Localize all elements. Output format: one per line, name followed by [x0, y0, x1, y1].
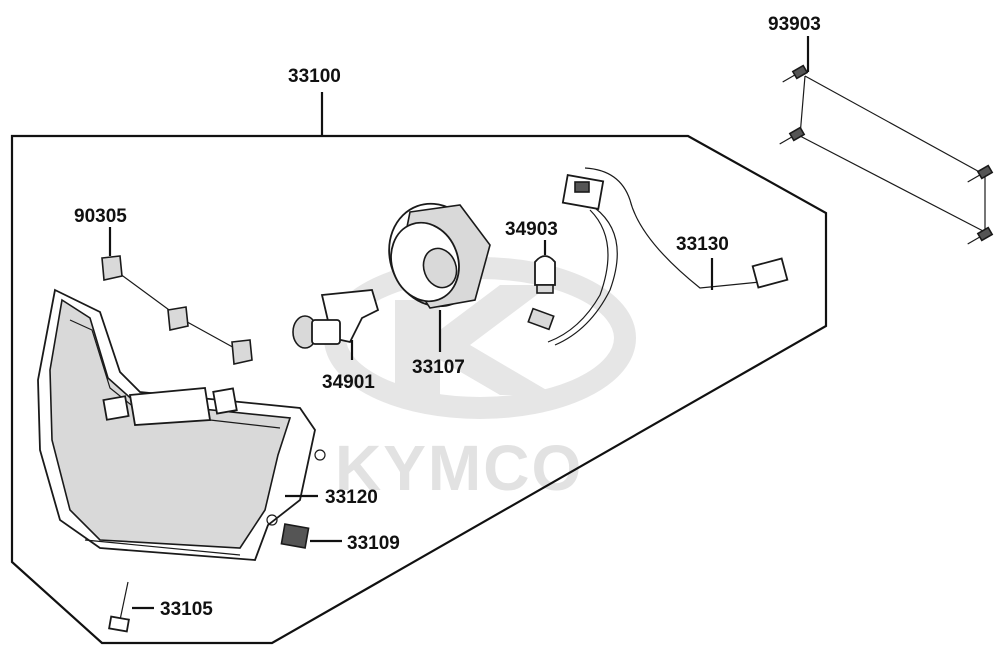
- part-label-33130: 33130: [676, 234, 729, 255]
- part-label-33100: 33100: [288, 66, 341, 87]
- part-label-33109: 33109: [347, 533, 400, 554]
- bolt-33105: [108, 581, 154, 633]
- part-label-34903: 34903: [505, 219, 558, 240]
- screw-set-93903: [779, 36, 994, 245]
- assembly-outline: [10, 134, 828, 645]
- bulb-34901: [292, 289, 380, 360]
- part-label-33107: 33107: [412, 357, 465, 378]
- headlight-housing: [37, 288, 326, 561]
- part-label-33105: 33105: [160, 599, 213, 620]
- kymco-watermark-logo: KYMCO: [324, 257, 636, 504]
- connector-33109: [280, 523, 342, 549]
- part-label-33120: 33120: [325, 487, 378, 508]
- part-label-34901: 34901: [322, 372, 375, 393]
- part-label-90305: 90305: [74, 206, 127, 227]
- bulb-34903: [534, 240, 556, 294]
- part-label-93903: 93903: [768, 14, 821, 35]
- clips-90305: [101, 227, 253, 365]
- harness-33130: [527, 167, 789, 346]
- dust-cover-33107: [388, 202, 491, 352]
- watermark-text: KYMCO: [335, 432, 583, 504]
